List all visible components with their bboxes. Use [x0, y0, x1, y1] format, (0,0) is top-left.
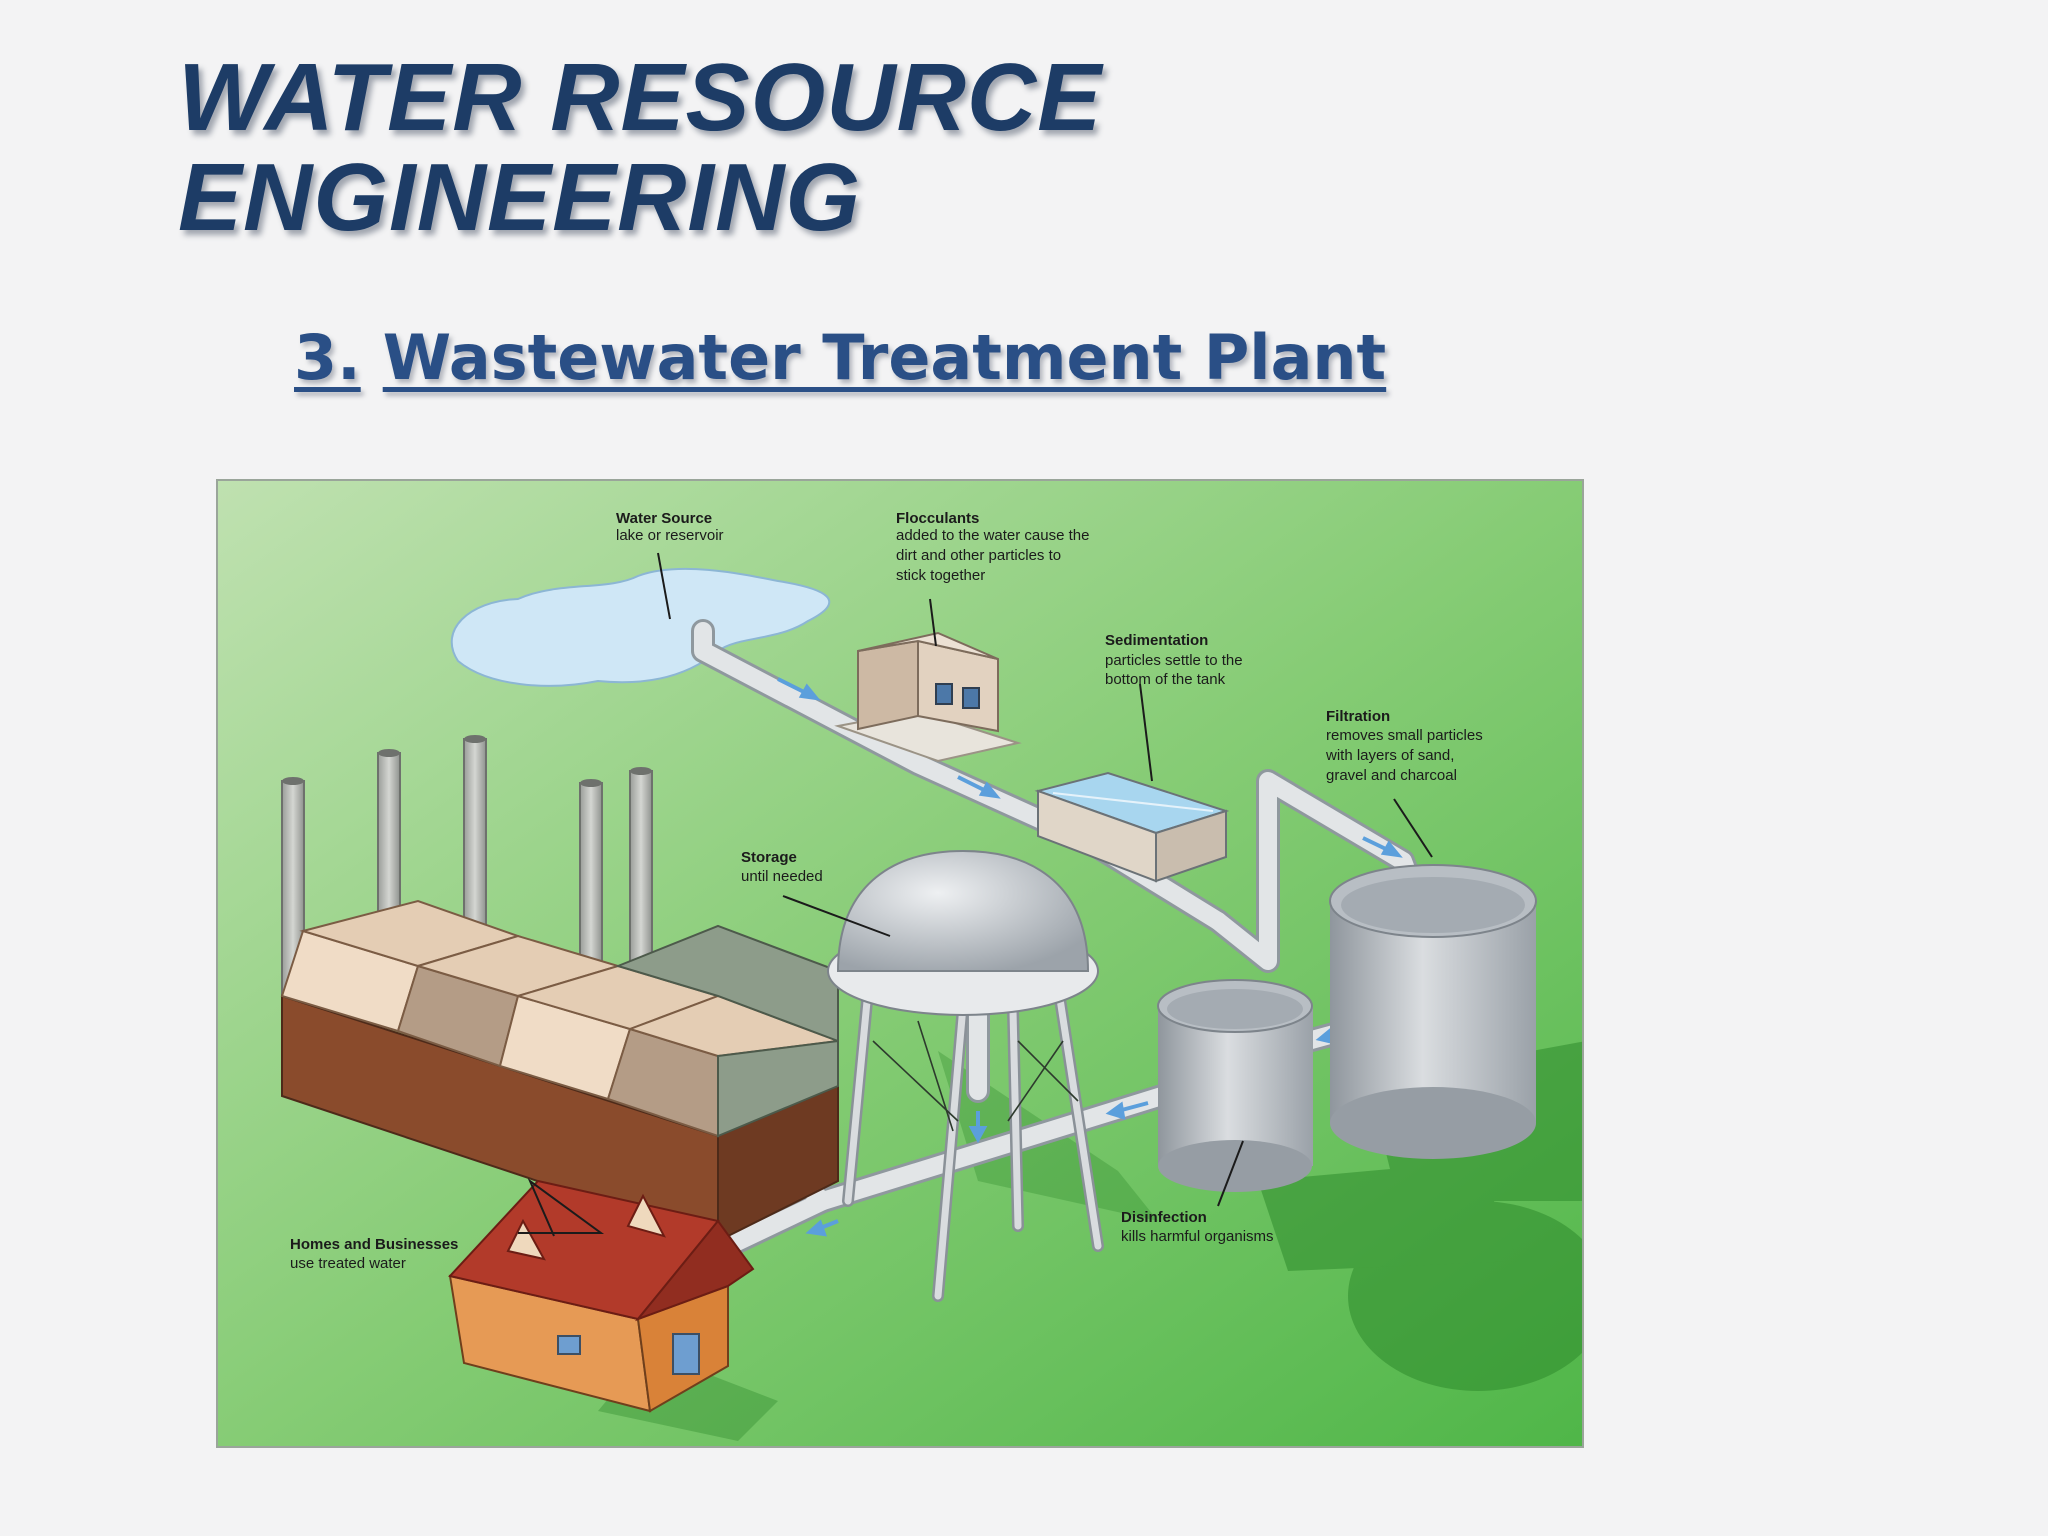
section-subtitle: 3. Wastewater Treatment Plant	[294, 318, 1386, 398]
label-homes: Homes and Businesses use treated water	[290, 1236, 458, 1272]
slide-title-line-1: WATER RESOURCE	[178, 44, 1103, 151]
label-flocculants-line-2: dirt and other particles to	[896, 547, 1061, 564]
diagram-canvas: Water Source lake or reservoir Flocculan…	[218, 481, 1582, 1446]
label-leader-lines	[518, 552, 1433, 1237]
label-homes-line-1: use treated water	[290, 1255, 406, 1272]
label-sedimentation-line-2: bottom of the tank	[1105, 671, 1226, 688]
subtitle-number: 3.	[294, 321, 361, 394]
label-water-source-line-1: lake or reservoir	[616, 527, 724, 544]
slide-title-line-2: ENGINEERING	[178, 144, 862, 251]
label-filtration-line-1: removes small particles	[1326, 727, 1483, 744]
label-filtration-line-3: gravel and charcoal	[1326, 767, 1457, 784]
label-storage-title: Storage	[741, 849, 797, 866]
label-water-source: Water Source lake or reservoir	[616, 510, 724, 544]
home-house	[448, 1179, 755, 1413]
label-storage: Storage until needed	[741, 849, 823, 885]
subtitle-text: Wastewater Treatment Plant	[382, 321, 1387, 394]
filtration-tank	[1329, 864, 1537, 1159]
label-sedimentation-line-1: particles settle to the	[1105, 652, 1243, 669]
label-sedimentation: Sedimentation particles settle to the bo…	[1105, 632, 1243, 688]
factory-building	[280, 735, 839, 1243]
label-flocculants-title: Flocculants	[896, 510, 979, 527]
sedimentation-tank	[1034, 771, 1230, 883]
disinfection-tank	[1157, 979, 1313, 1192]
label-flocculants-line-3: stick together	[896, 567, 985, 584]
storage-water-tower	[827, 849, 1104, 1302]
slide-title: WATER RESOURCE ENGINEERING	[178, 48, 1102, 248]
label-water-source-title: Water Source	[616, 510, 712, 527]
label-filtration-line-2: with layers of sand,	[1325, 747, 1454, 764]
label-filtration: Filtration removes small particles with …	[1325, 708, 1483, 784]
label-sedimentation-title: Sedimentation	[1105, 632, 1208, 649]
label-homes-title: Homes and Businesses	[290, 1236, 458, 1253]
label-flocculants-line-1: added to the water cause the	[896, 527, 1089, 544]
label-filtration-title: Filtration	[1326, 708, 1390, 725]
flocculants-building	[834, 631, 1022, 763]
label-flocculants: Flocculants added to the water cause the…	[896, 510, 1089, 584]
water-treatment-diagram: Water Source lake or reservoir Flocculan…	[216, 479, 1584, 1448]
label-storage-line-1: until needed	[741, 868, 823, 885]
label-disinfection-title: Disinfection	[1121, 1209, 1207, 1226]
lake-water-source	[450, 567, 831, 687]
label-disinfection-line-1: kills harmful organisms	[1121, 1228, 1274, 1245]
label-disinfection: Disinfection kills harmful organisms	[1121, 1209, 1274, 1245]
